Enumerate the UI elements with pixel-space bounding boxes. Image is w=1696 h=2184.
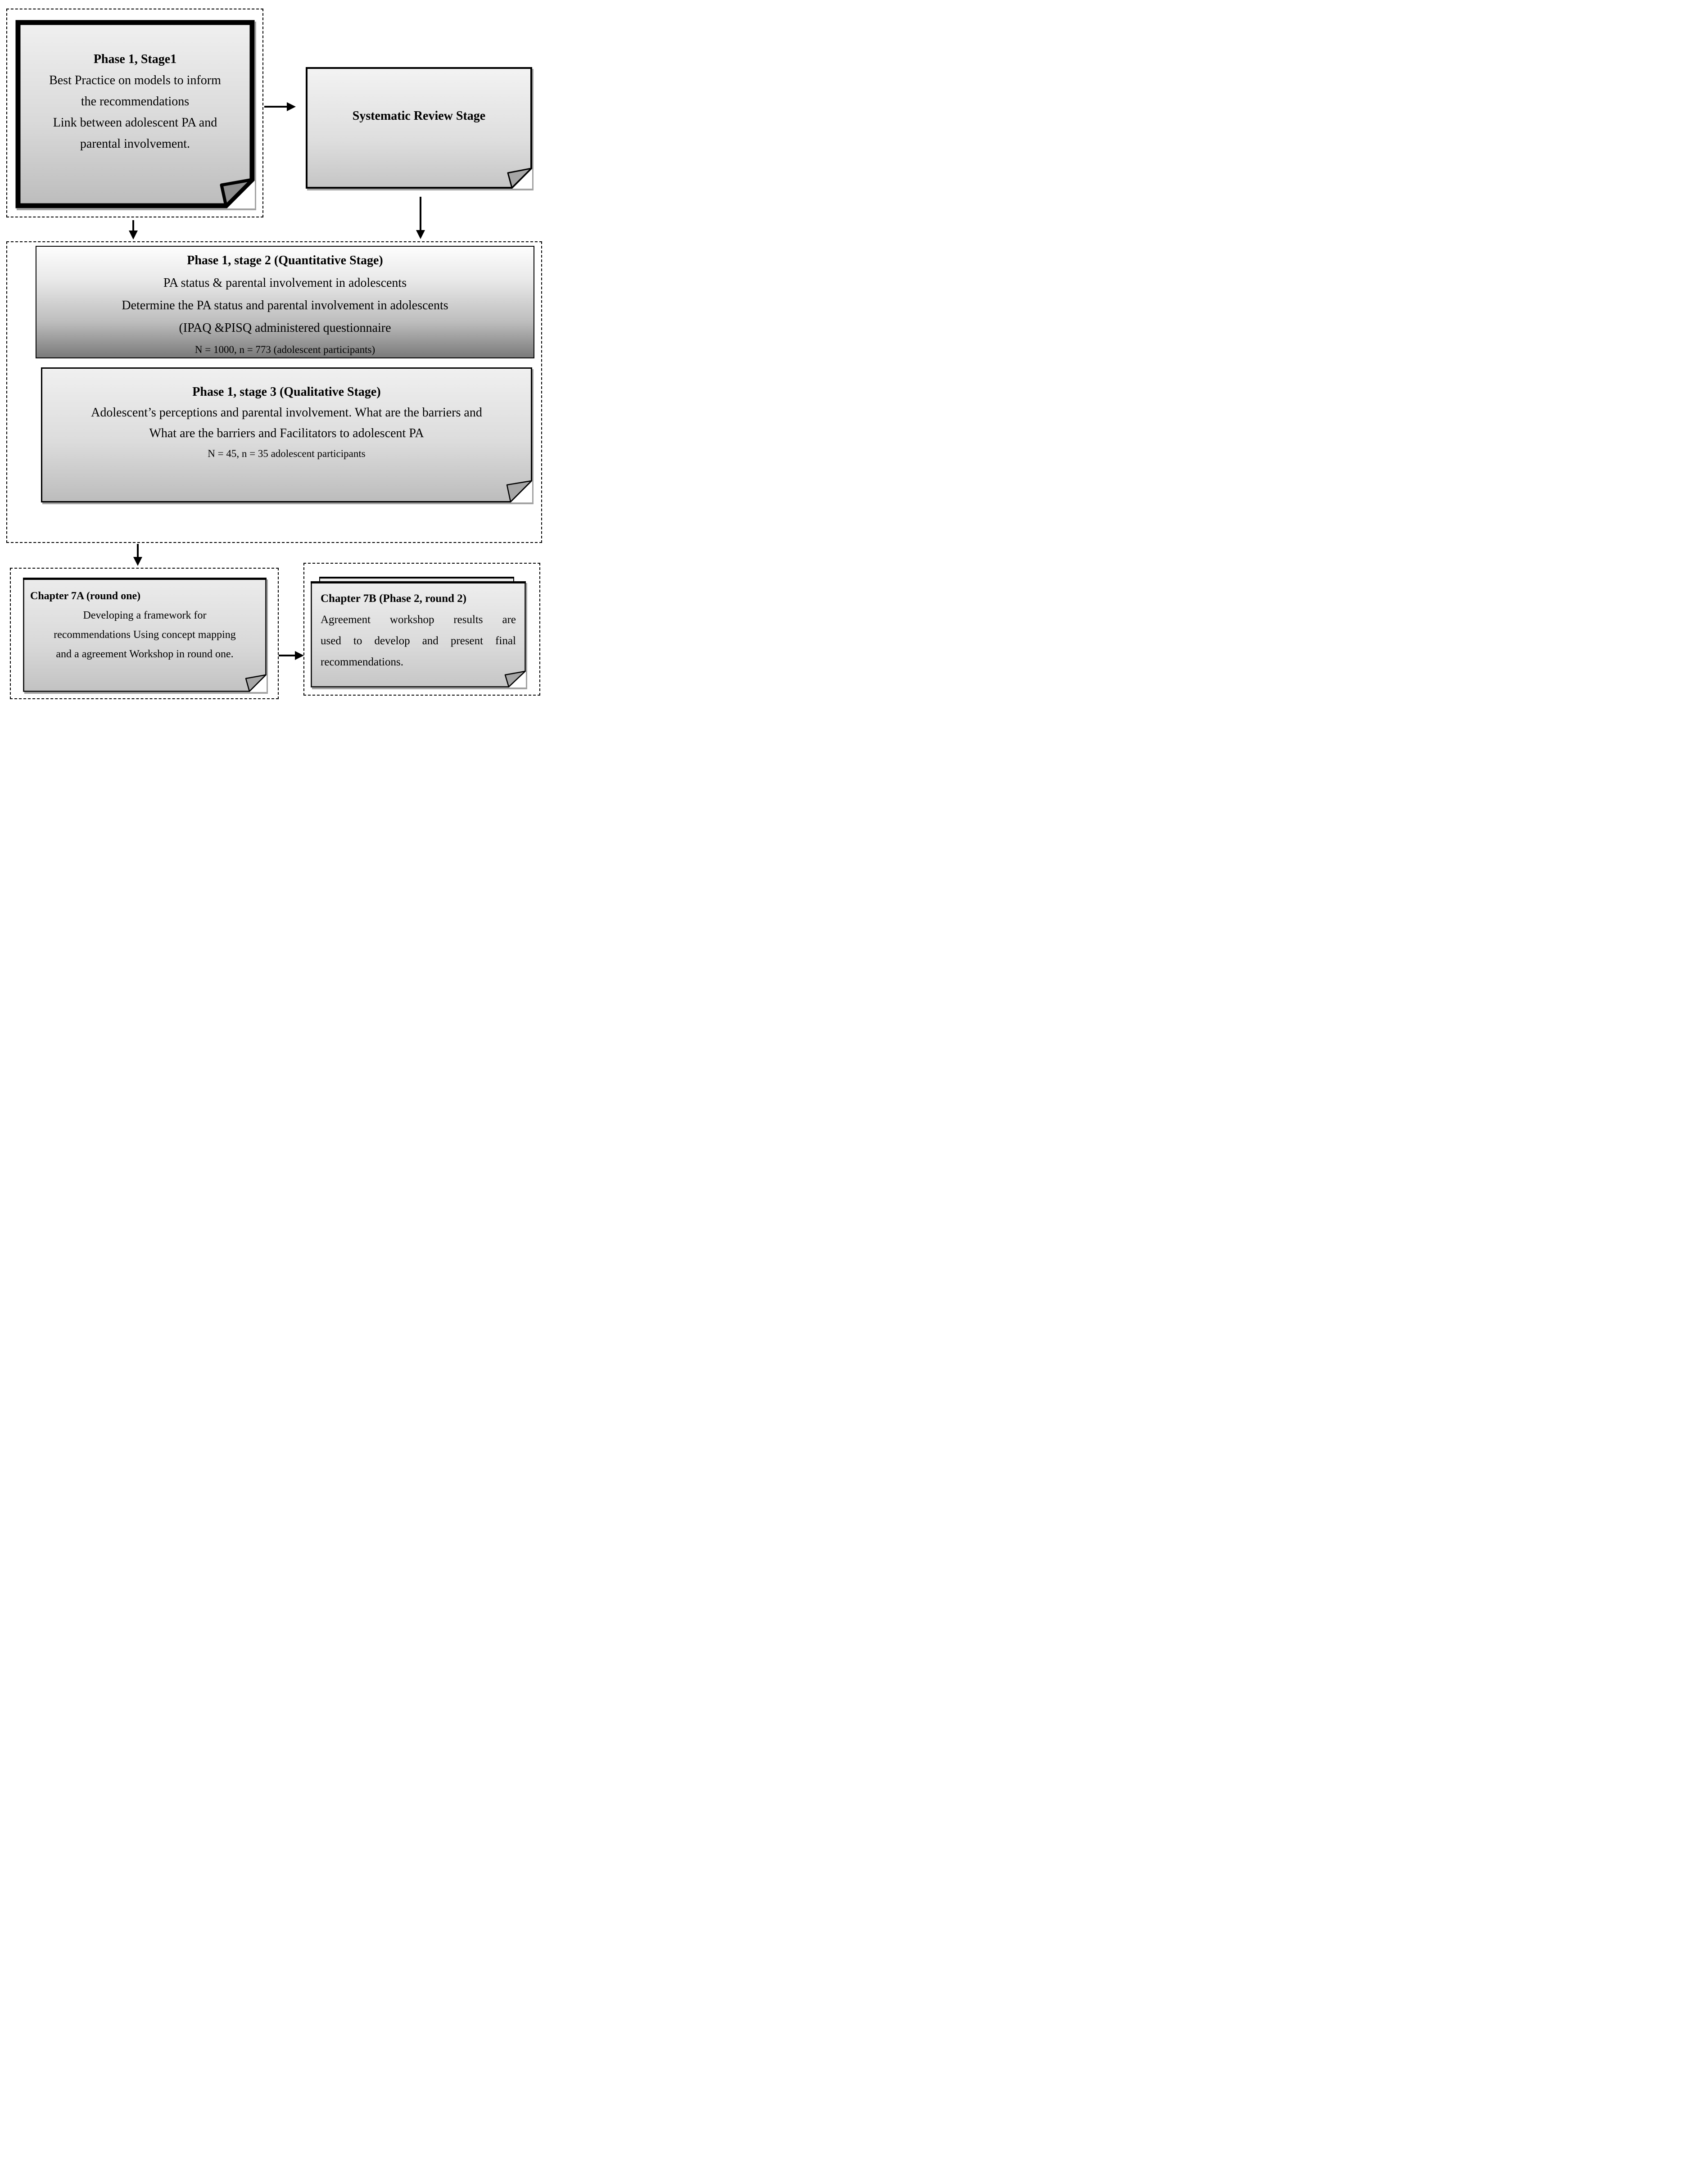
thick-top-border (23, 578, 267, 580)
chapter7a-container (10, 568, 279, 699)
phase1-stage3-line: Adolescent’s perceptions and parental in… (91, 406, 482, 420)
folded-corner-icon (507, 167, 532, 189)
phase1-stage2-box: Phase 1, stage 2 (Quantitative Stage) PA… (36, 246, 534, 358)
arrow-down-icon (129, 220, 138, 240)
phase1-stage2-title: Phase 1, stage 2 (Quantitative Stage) (187, 253, 383, 267)
arrow-down-icon (133, 544, 142, 566)
arrow-down-icon (416, 197, 425, 240)
systematic-review-box: Systematic Review Stage (306, 67, 532, 189)
chapter7b-title: Chapter 7B (Phase 2, round 2) (321, 592, 467, 605)
phase1-stage2-sample-size: N = 1000, n = 773 (adolescent participan… (194, 344, 375, 355)
phase1-stage3-title: Phase 1, stage 3 (Qualitative Stage) (192, 385, 381, 399)
paper-fold-shape (311, 581, 526, 687)
chapter7b-line: Agreement workshop results are (321, 614, 516, 626)
folded-corner-icon (220, 178, 254, 208)
phase1-stage1-title: Phase 1, Stage1 (93, 52, 177, 66)
chapter7a-line: recommendations Using concept mapping (54, 629, 236, 641)
systematic-review-label: Systematic Review Stage (352, 109, 486, 123)
folded-corner-icon (506, 480, 532, 502)
phase1-stage2-line: (IPAQ &PISQ administered questionnaire (179, 321, 391, 335)
chapter7b-box: Chapter 7B (Phase 2, round 2) Agreement … (311, 581, 526, 687)
phase1-stages-2-3-container (6, 241, 542, 543)
phase1-stage1-line: Best Practice on models to inform (49, 73, 221, 87)
phase1-stage3-sample-size: N = 45, n = 35 adolescent participants (208, 448, 366, 459)
chapter7a-line: and a agreement Workshop in round one. (56, 648, 234, 660)
methodology-flowchart: Phase 1, Stage1 Best Practice on models … (0, 0, 544, 701)
phase1-stage1-box: Phase 1, Stage1 Best Practice on models … (15, 20, 255, 208)
phase1-stage1-container (6, 9, 263, 217)
phase1-stage2-line: PA status & parental involvement in adol… (163, 276, 407, 290)
thick-top-border (311, 581, 526, 583)
folded-corner-icon (504, 670, 526, 687)
chapter7a-box: Chapter 7A (round one) Developing a fram… (23, 578, 267, 692)
arrow-right-icon (279, 651, 305, 660)
chapter7b-container (303, 563, 540, 696)
paper-fold-shape (306, 67, 532, 189)
phase1-stage3-line: What are the barriers and Facilitators t… (149, 426, 424, 440)
chapter7a-line: Developing a framework for (83, 610, 207, 621)
chapter7b-line: recommendations. (321, 656, 403, 668)
paper-fold-shape (41, 367, 532, 502)
phase1-stage3-box: Phase 1, stage 3 (Qualitative Stage) Ado… (41, 367, 532, 502)
paper-fold-shape (15, 20, 255, 208)
folded-corner-icon (245, 674, 267, 692)
paper-fold-shape (23, 578, 267, 692)
phase1-stage1-line: parental involvement. (80, 137, 190, 151)
arrow-right-icon (264, 102, 297, 111)
chapter7b-line: used to develop and present final (321, 635, 516, 647)
phase1-stage1-line: Link between adolescent PA and (53, 116, 217, 130)
phase1-stage1-line: the recommendations (81, 95, 190, 109)
chapter7a-title: Chapter 7A (round one) (30, 590, 141, 602)
phase1-stage2-line: Determine the PA status and parental inv… (122, 298, 448, 312)
